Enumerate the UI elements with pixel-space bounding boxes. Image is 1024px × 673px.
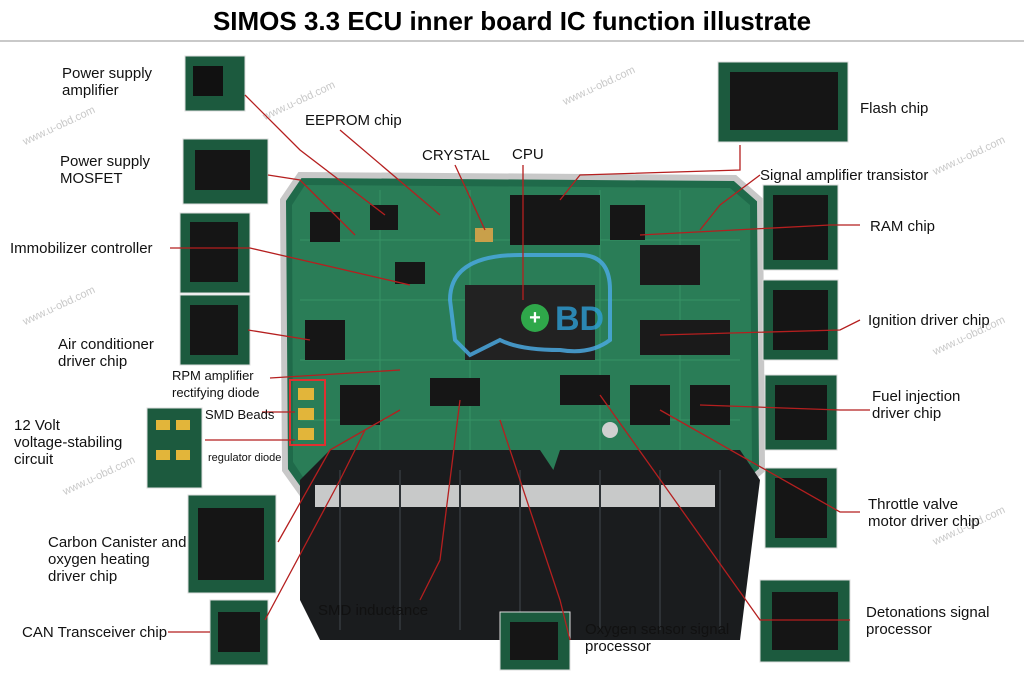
logo: + BD: [447, 253, 612, 358]
label-ignition-driver-chip: Ignition driver chip: [868, 312, 990, 329]
label-ram-chip: RAM chip: [870, 218, 936, 235]
thumb-detonations: [759, 579, 851, 663]
label-smd-inductance: SMD inductance: [318, 602, 429, 619]
thumb-power-supply-amplifier: [184, 55, 246, 112]
title-divider: [0, 40, 1024, 42]
page-title: SIMOS 3.3 ECU inner board IC function il…: [212, 6, 812, 36]
thumb-12-volt: [146, 407, 203, 489]
thumb-carbon-canister: [187, 494, 277, 594]
thumb-throttle-valve: [764, 467, 838, 549]
thumb-oxygen-sensor: [499, 611, 571, 671]
label-can-transceiver: CAN Transceiver chip: [22, 624, 168, 641]
label-smd-beads: SMD Beads: [205, 407, 275, 422]
thumb-can-transceiver: [209, 599, 269, 666]
flash-chip-on-board: [510, 195, 600, 245]
label-regulator-diode: regulator diode: [208, 452, 282, 464]
thumb-power-supply-mosfet: [182, 138, 269, 205]
label-signal-amplifier-transistor: Signal amplifier transistor: [760, 167, 929, 184]
svg-text:+: +: [529, 307, 541, 329]
thumbnails: [146, 55, 851, 671]
label-flash-chip: Flash chip: [860, 100, 929, 117]
thumb-ram-chip: [762, 184, 839, 271]
ecu-board: [279, 171, 766, 640]
thumb-fuel-injection: [764, 374, 838, 451]
thumb-immobilizer: [179, 212, 251, 294]
label-cpu: CPU: [512, 146, 544, 163]
svg-text:BD: BD: [555, 300, 604, 338]
thumb-ignition: [762, 279, 839, 361]
label-eeprom-chip: EEPROM chip: [305, 112, 402, 129]
thumb-air-conditioner: [179, 294, 251, 366]
thumb-flash-chip: [717, 61, 849, 143]
label-immobilizer-controller: Immobilizer controller: [10, 240, 153, 257]
label-crystal: CRYSTAL: [422, 147, 490, 164]
leader-lines: [168, 94, 870, 641]
